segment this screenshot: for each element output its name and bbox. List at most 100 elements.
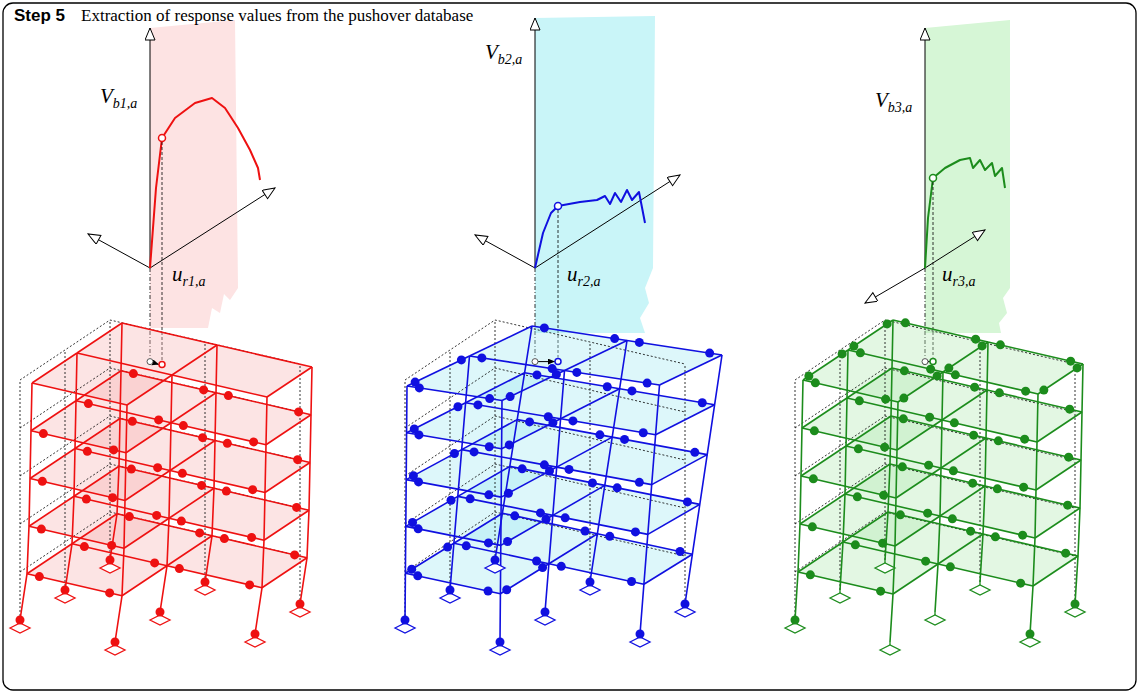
plastic-hinge bbox=[38, 477, 47, 486]
beam bbox=[122, 566, 167, 596]
fixed-support bbox=[925, 615, 945, 625]
beam bbox=[940, 486, 985, 516]
undeformed-line bbox=[405, 512, 685, 572]
plastic-hinge bbox=[698, 398, 707, 407]
beam bbox=[77, 353, 172, 375]
plastic-hinge bbox=[107, 541, 116, 550]
plastic-hinge bbox=[1073, 363, 1082, 372]
plastic-hinge bbox=[485, 394, 494, 403]
plastic-hinge bbox=[532, 370, 541, 379]
plastic-hinge bbox=[856, 348, 865, 357]
plastic-hinge bbox=[595, 430, 604, 439]
undeformed-line bbox=[885, 320, 886, 560]
plastic-hinge bbox=[1039, 386, 1048, 395]
symbol: V bbox=[100, 84, 113, 108]
symbol: u bbox=[942, 262, 953, 286]
target-point bbox=[159, 135, 166, 142]
plastic-hinge bbox=[484, 538, 493, 547]
axis-line bbox=[475, 235, 535, 268]
beam bbox=[893, 564, 938, 594]
beam bbox=[29, 496, 74, 526]
beam bbox=[553, 485, 605, 515]
plastic-hinge bbox=[525, 417, 534, 426]
beam bbox=[127, 375, 172, 405]
beam bbox=[801, 446, 846, 476]
beam bbox=[846, 416, 891, 446]
column bbox=[205, 345, 217, 582]
plastic-hinge bbox=[627, 386, 636, 395]
plastic-hinge bbox=[994, 436, 1003, 445]
column bbox=[640, 385, 660, 634]
beam bbox=[501, 515, 553, 545]
fixed-support bbox=[830, 593, 850, 603]
pushover-curve bbox=[535, 190, 645, 268]
column bbox=[20, 383, 32, 620]
beam bbox=[172, 375, 267, 397]
plastic-hinge bbox=[197, 481, 206, 490]
plastic-hinge bbox=[966, 527, 975, 536]
plastic-hinge bbox=[411, 378, 420, 387]
plastic-hinge bbox=[838, 349, 847, 358]
beam bbox=[648, 504, 700, 534]
plastic-hinge bbox=[245, 580, 254, 589]
plastic-hinge bbox=[809, 474, 818, 483]
plastic-hinge bbox=[61, 586, 70, 595]
axis-line bbox=[88, 234, 150, 268]
beam bbox=[843, 512, 888, 542]
column bbox=[685, 355, 722, 604]
plastic-hinge bbox=[248, 485, 257, 494]
plastic-hinge bbox=[631, 527, 640, 536]
beam bbox=[938, 534, 983, 564]
beam bbox=[941, 438, 986, 468]
roof-reference bbox=[922, 359, 928, 365]
beam bbox=[31, 401, 76, 431]
plastic-hinge bbox=[791, 616, 800, 625]
plastic-hinge bbox=[292, 503, 301, 512]
plastic-hinge bbox=[407, 565, 416, 574]
plastic-hinge bbox=[541, 608, 550, 617]
plastic-hinge bbox=[247, 533, 256, 542]
plastic-hinge bbox=[540, 323, 549, 332]
roof-point bbox=[159, 362, 165, 368]
plastic-hinge bbox=[620, 435, 629, 444]
undeformed-line bbox=[795, 416, 1075, 476]
plastic-hinge bbox=[195, 528, 204, 537]
beam bbox=[407, 403, 466, 433]
plastic-hinge bbox=[224, 391, 233, 400]
beam bbox=[27, 544, 72, 574]
plastic-hinge bbox=[996, 340, 1005, 349]
beam bbox=[265, 463, 310, 493]
response-plane bbox=[535, 16, 655, 333]
blue-frame bbox=[395, 320, 722, 655]
plastic-hinge bbox=[855, 396, 864, 405]
plastic-hinge bbox=[1065, 405, 1074, 414]
response-plane bbox=[150, 20, 238, 328]
beam bbox=[942, 390, 987, 420]
beam bbox=[75, 419, 120, 449]
plastic-hinge bbox=[808, 522, 817, 531]
plastic-hinge bbox=[296, 600, 305, 609]
undeformed-line bbox=[1075, 364, 1076, 604]
undeformed-line bbox=[20, 320, 300, 380]
beam bbox=[652, 455, 708, 485]
beam bbox=[895, 516, 940, 546]
target-point bbox=[930, 175, 937, 182]
undeformed-line bbox=[20, 416, 300, 476]
plastic-hinge bbox=[1020, 435, 1029, 444]
plastic-hinge bbox=[1019, 483, 1028, 492]
roof-point bbox=[930, 359, 936, 365]
plastic-hinge bbox=[496, 638, 505, 647]
plastic-hinge bbox=[705, 349, 714, 358]
axis-line bbox=[865, 268, 925, 303]
beam bbox=[644, 554, 693, 584]
column bbox=[65, 353, 77, 590]
response-plane bbox=[925, 20, 1010, 333]
plastic-hinge bbox=[503, 537, 512, 546]
red-frame bbox=[10, 320, 312, 655]
undeformed-line bbox=[795, 512, 1075, 572]
beam bbox=[656, 405, 715, 435]
shear-label: Vb1,a bbox=[100, 84, 137, 109]
beam bbox=[557, 437, 613, 467]
plastic-hinge bbox=[925, 413, 934, 422]
beam bbox=[1033, 556, 1078, 586]
